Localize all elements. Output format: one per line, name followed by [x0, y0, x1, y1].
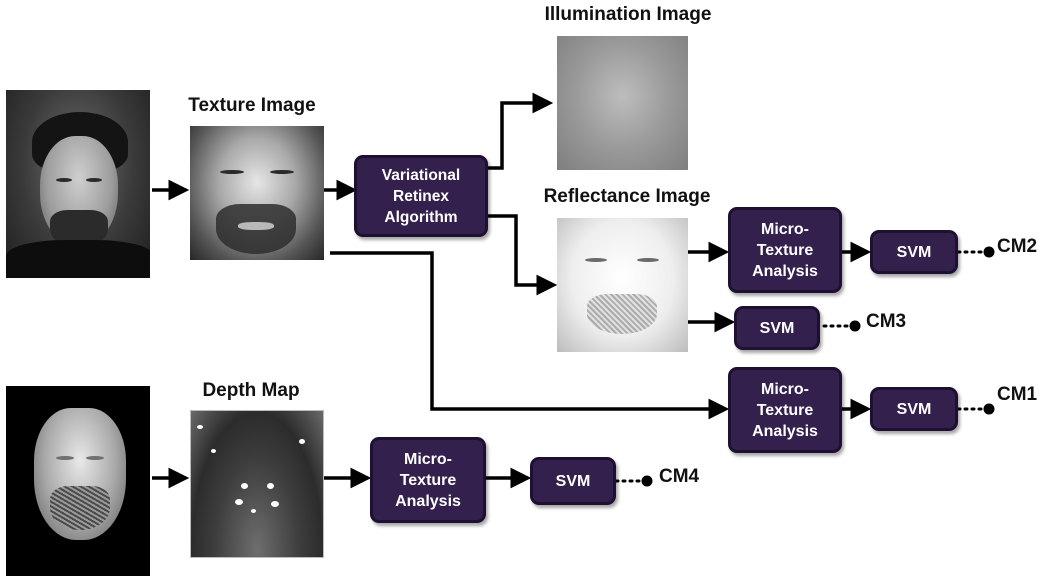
- depth-map-label: Depth Map: [202, 380, 300, 401]
- input-photo-image: [6, 90, 150, 278]
- svm-block-cm2: SVM: [870, 230, 958, 274]
- reflectance-image-label: Reflectance Image: [543, 186, 711, 207]
- depth-map-image: [190, 410, 324, 558]
- output-label-cm2: CM2: [997, 236, 1038, 257]
- output-label-cm3: CM3: [866, 311, 907, 332]
- svm-block-cm3: SVM: [734, 306, 820, 350]
- output-label-cm1: CM1: [997, 384, 1038, 405]
- illumination-image: [557, 36, 688, 170]
- dot-cm1: [983, 403, 995, 415]
- illumination-image-label: Illumination Image: [544, 4, 712, 25]
- dot-cm4: [641, 475, 653, 487]
- micro-texture-analysis-block-depth: Micro- Texture Analysis: [370, 437, 486, 523]
- svm-block-cm4: SVM: [530, 457, 616, 505]
- 3d-scan-image: [6, 386, 150, 576]
- dot-cm3: [849, 320, 861, 332]
- output-label-cm4: CM4: [659, 466, 700, 487]
- dot-cm2: [983, 246, 995, 258]
- reflectance-image: [557, 218, 688, 352]
- arrow-retinex-to-reflectance: [488, 214, 558, 296]
- micro-texture-analysis-block-reflectance: Micro- Texture Analysis: [728, 207, 842, 293]
- texture-image-label: Texture Image: [188, 95, 316, 116]
- svm-block-cm1: SVM: [870, 387, 958, 431]
- arrow-texture-to-mta-cm1: [330, 251, 730, 420]
- micro-texture-analysis-block-texture: Micro- Texture Analysis: [728, 367, 842, 453]
- variational-retinex-algorithm-block: Variational Retinex Algorithm: [354, 155, 488, 237]
- arrow-retinex-to-illumination: [488, 92, 554, 170]
- texture-image: [190, 126, 324, 260]
